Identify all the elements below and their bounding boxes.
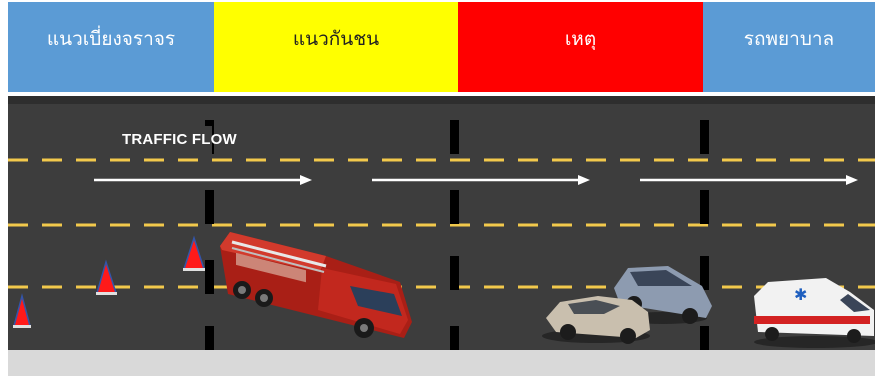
zone-label: รถพยาบาล bbox=[743, 28, 835, 50]
arrow-right-icon bbox=[94, 175, 312, 185]
traffic-cone-icon bbox=[13, 293, 31, 328]
traffic-cone-icon bbox=[96, 259, 118, 295]
zone-traffic-diversion: แนวเบี่ยงจราจร bbox=[8, 2, 214, 92]
road-surface: ✱ bbox=[8, 96, 875, 350]
zone-header: แนวเบี่ยงจราจร แนวกันชน เหตุ รถพยาบาล bbox=[8, 2, 875, 92]
road: ✱ TRAFFIC FLOW bbox=[8, 96, 875, 350]
car-icon bbox=[542, 296, 650, 344]
zone-ambulance: รถพยาบาล bbox=[703, 2, 875, 92]
traffic-flow-label: TRAFFIC FLOW bbox=[122, 131, 237, 148]
arrow-right-icon bbox=[372, 175, 590, 185]
zone-label: เหตุ bbox=[564, 28, 597, 50]
zone-divider bbox=[450, 120, 459, 350]
zone-label: แนวเบี่ยงจราจร bbox=[46, 28, 176, 50]
traffic-cone-icon bbox=[182, 235, 206, 271]
svg-text:✱: ✱ bbox=[794, 285, 807, 304]
zone-divider bbox=[700, 120, 709, 350]
road-shoulder bbox=[8, 350, 875, 376]
fire-truck-icon bbox=[220, 232, 412, 338]
ambulance-icon: ✱ bbox=[754, 278, 875, 348]
zone-buffer: แนวกันชน bbox=[214, 2, 458, 92]
zone-label: แนวกันชน bbox=[292, 28, 380, 50]
label-occlusion bbox=[200, 126, 212, 156]
zone-incident: เหตุ bbox=[458, 2, 703, 92]
arrow-right-icon bbox=[640, 175, 858, 185]
